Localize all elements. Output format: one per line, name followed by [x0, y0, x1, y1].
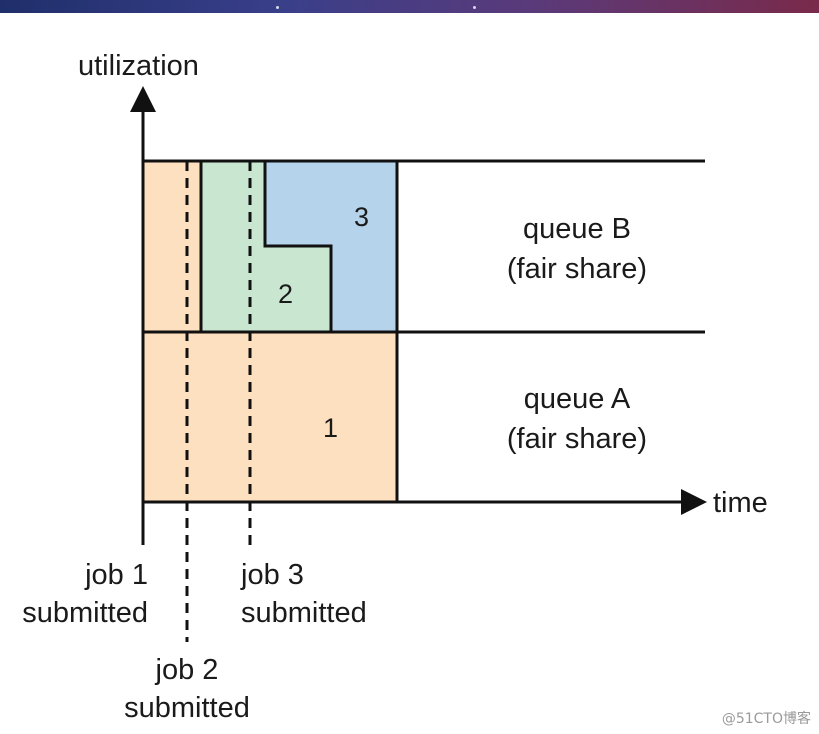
- job3-submitted-line1: job 3: [240, 559, 304, 591]
- x-axis-label: time: [713, 487, 768, 519]
- job1-region: [143, 161, 397, 502]
- queue-b-note: (fair share): [507, 253, 647, 285]
- queue-a-note: (fair share): [507, 423, 647, 455]
- job3-number: 3: [354, 202, 369, 232]
- y-axis-label: utilization: [78, 50, 199, 82]
- y-axis-arrow: [130, 86, 156, 112]
- watermark: @51CTO博客: [721, 711, 811, 727]
- banner-dot: [276, 6, 279, 9]
- queue-a-name: queue A: [524, 383, 631, 415]
- top-banner: [0, 0, 819, 13]
- job3-submitted-line2: submitted: [241, 597, 367, 629]
- job2-number: 2: [278, 279, 293, 309]
- queue-b-name: queue B: [523, 213, 631, 245]
- job2-submitted-line2: submitted: [124, 692, 250, 724]
- x-axis-arrow: [681, 489, 707, 515]
- job1-submitted-line2: submitted: [22, 597, 148, 629]
- banner-dot: [473, 6, 476, 9]
- job1-number: 1: [323, 413, 338, 443]
- job1-submitted-line1: job 1: [84, 559, 148, 591]
- job2-submitted-line1: job 2: [155, 654, 219, 686]
